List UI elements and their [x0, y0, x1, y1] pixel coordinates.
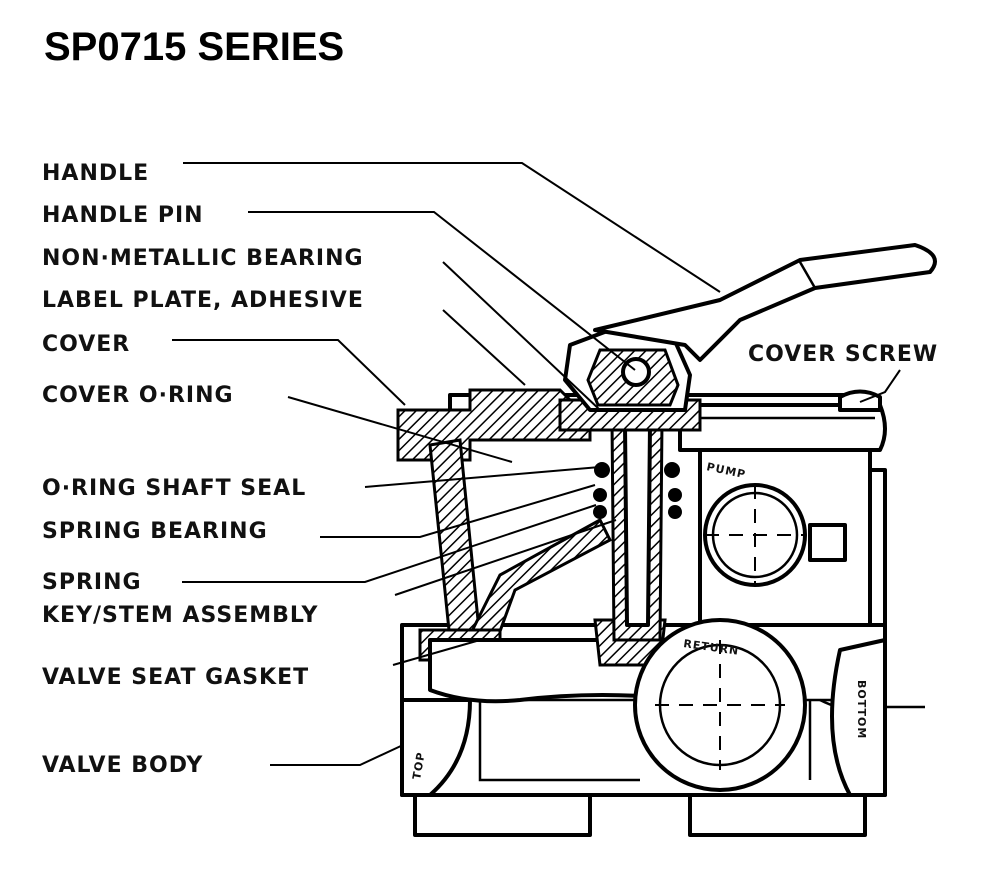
- o-ring-shaft-seal: [594, 462, 680, 478]
- side-pipe: [808, 523, 847, 562]
- label-spring-bearing: SPRING BEARING: [42, 519, 268, 544]
- label-handle-pin: HANDLE PIN: [42, 203, 204, 228]
- leader-cover-o-ring: [287, 396, 513, 463]
- valve-foot-left: [413, 790, 592, 837]
- label-key-stem-assembly: KEY/STEM ASSEMBLY: [42, 603, 318, 628]
- top-port: [400, 698, 472, 797]
- leader-spring-bearing: [320, 484, 596, 538]
- label-o-ring-shaft-seal: O·RING SHAFT SEAL: [42, 476, 306, 501]
- leader-key-stem: [394, 519, 617, 596]
- diagram-title: SP0715 SERIES: [44, 25, 344, 69]
- leader-lines: [172, 162, 901, 766]
- label-handle: HANDLE: [42, 161, 149, 186]
- pump-label: PUMP: [705, 460, 747, 481]
- label-valve-body: VALVE BODY: [42, 753, 203, 778]
- leader-non-metallic-bearing: [442, 261, 601, 411]
- leader-valve-body: [270, 744, 404, 766]
- leader-cover-screw: [859, 369, 901, 403]
- leader-valve-seat-gasket: [392, 639, 481, 666]
- leader-handle: [183, 162, 721, 293]
- handle: [593, 243, 937, 362]
- label-non-metallic-bearing: NON·METALLIC BEARING: [42, 246, 364, 271]
- leader-label-plate: [442, 309, 526, 386]
- stem-core: [623, 423, 652, 627]
- cover-screw: [838, 389, 882, 412]
- leader-o-ring-shaft-seal: [364, 466, 601, 488]
- label-cover-o-ring: COVER O·RING: [42, 383, 234, 408]
- spring: [593, 488, 682, 519]
- label-valve-seat-gasket: VALVE SEAT GASKET: [42, 665, 309, 690]
- label-spring: SPRING: [42, 570, 142, 595]
- valve-drawing: [396, 243, 937, 837]
- valve-foot-right: [688, 790, 867, 837]
- label-cover-screw: COVER SCREW: [748, 342, 938, 367]
- leader-handle-pin: [248, 211, 636, 371]
- leader-spring: [182, 504, 597, 583]
- top-label: TOP: [410, 751, 428, 781]
- bottom-port: [830, 638, 887, 797]
- bottom-label: BOTTOM: [855, 680, 868, 739]
- label-cover: COVER: [42, 332, 130, 357]
- label-label-plate: LABEL PLATE, ADHESIVE: [42, 288, 364, 313]
- leader-cover: [172, 339, 406, 406]
